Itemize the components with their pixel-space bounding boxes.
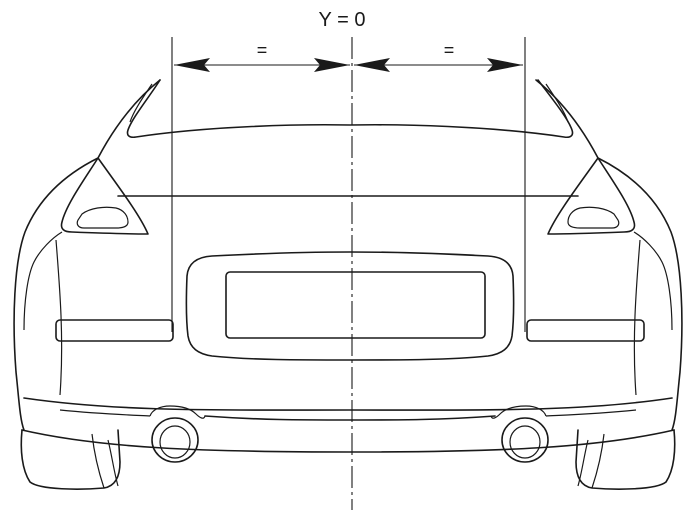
left-inner-contour [55,239,63,396]
bumper-line-center [204,415,496,421]
car-body [13,79,683,490]
left-wheel-edge [91,433,105,489]
left-reflector [55,319,174,342]
right-body-outline [535,79,683,431]
right-exhaust-outer [501,417,549,463]
bumper-line-upper [23,397,673,411]
left-exhaust-inner [159,425,191,459]
right-window-edge [545,83,569,123]
left-tail-light [60,157,149,235]
license-plate-recess [185,251,515,361]
left-wheel [20,429,121,490]
rear-window-outline [126,79,574,139]
left-wheel-inner-edge [107,439,119,487]
bumper-bottom [21,429,675,453]
right-arrow-inner [354,58,390,72]
right-wheel-edge [591,433,605,489]
right-arrow-outer [487,58,523,72]
license-plate [225,271,486,339]
left-arrow-inner [314,58,350,72]
left-tail-light-lens [76,206,129,229]
left-side-contour [23,231,63,331]
right-reflector [526,319,645,342]
bumper-line-right [545,409,637,417]
right-exhaust-housing [490,405,547,419]
right-tail-light [547,157,636,235]
right-wheel-inner-edge [577,439,589,487]
right-side-contour [633,231,673,331]
right-inner-contour [633,239,641,396]
bumper-line-left [59,409,151,417]
left-arrow-outer [174,58,210,72]
right-dimension-label: = [444,40,455,60]
right-tail-light-lens [567,206,620,229]
right-wheel [575,429,676,490]
centerline-label: Y = 0 [319,9,366,31]
left-exhaust-housing [149,405,206,419]
left-exhaust-outer [151,417,199,463]
left-window-edge [129,83,153,123]
left-dimension-label: = [257,40,268,60]
right-exhaust-inner [509,425,541,459]
left-body-outline [13,79,161,431]
